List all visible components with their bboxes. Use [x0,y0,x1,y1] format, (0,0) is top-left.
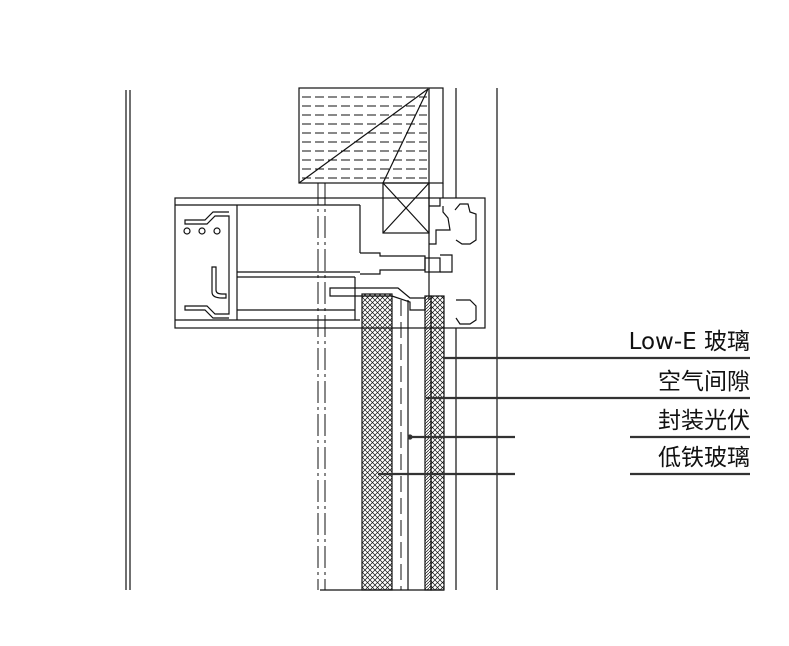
leader-lines [378,356,750,476]
wall-lines [125,88,498,590]
label-low-iron-glass: 低铁玻璃 [658,445,750,471]
label-air-gap: 空气间隙 [658,369,750,395]
pv-layer [424,295,432,591]
label-low-e-glass: Low-E 玻璃 [628,329,750,355]
glass-panes [320,293,445,591]
spacer-block [382,182,430,234]
top-insulation-block [298,87,444,300]
label-encapsulated-pv: 封装光伏 [658,408,750,434]
low-e-glass-pane [430,295,445,591]
center-lines [317,183,402,590]
low-iron-glass-pane [361,293,393,591]
frame-profile [174,197,486,329]
